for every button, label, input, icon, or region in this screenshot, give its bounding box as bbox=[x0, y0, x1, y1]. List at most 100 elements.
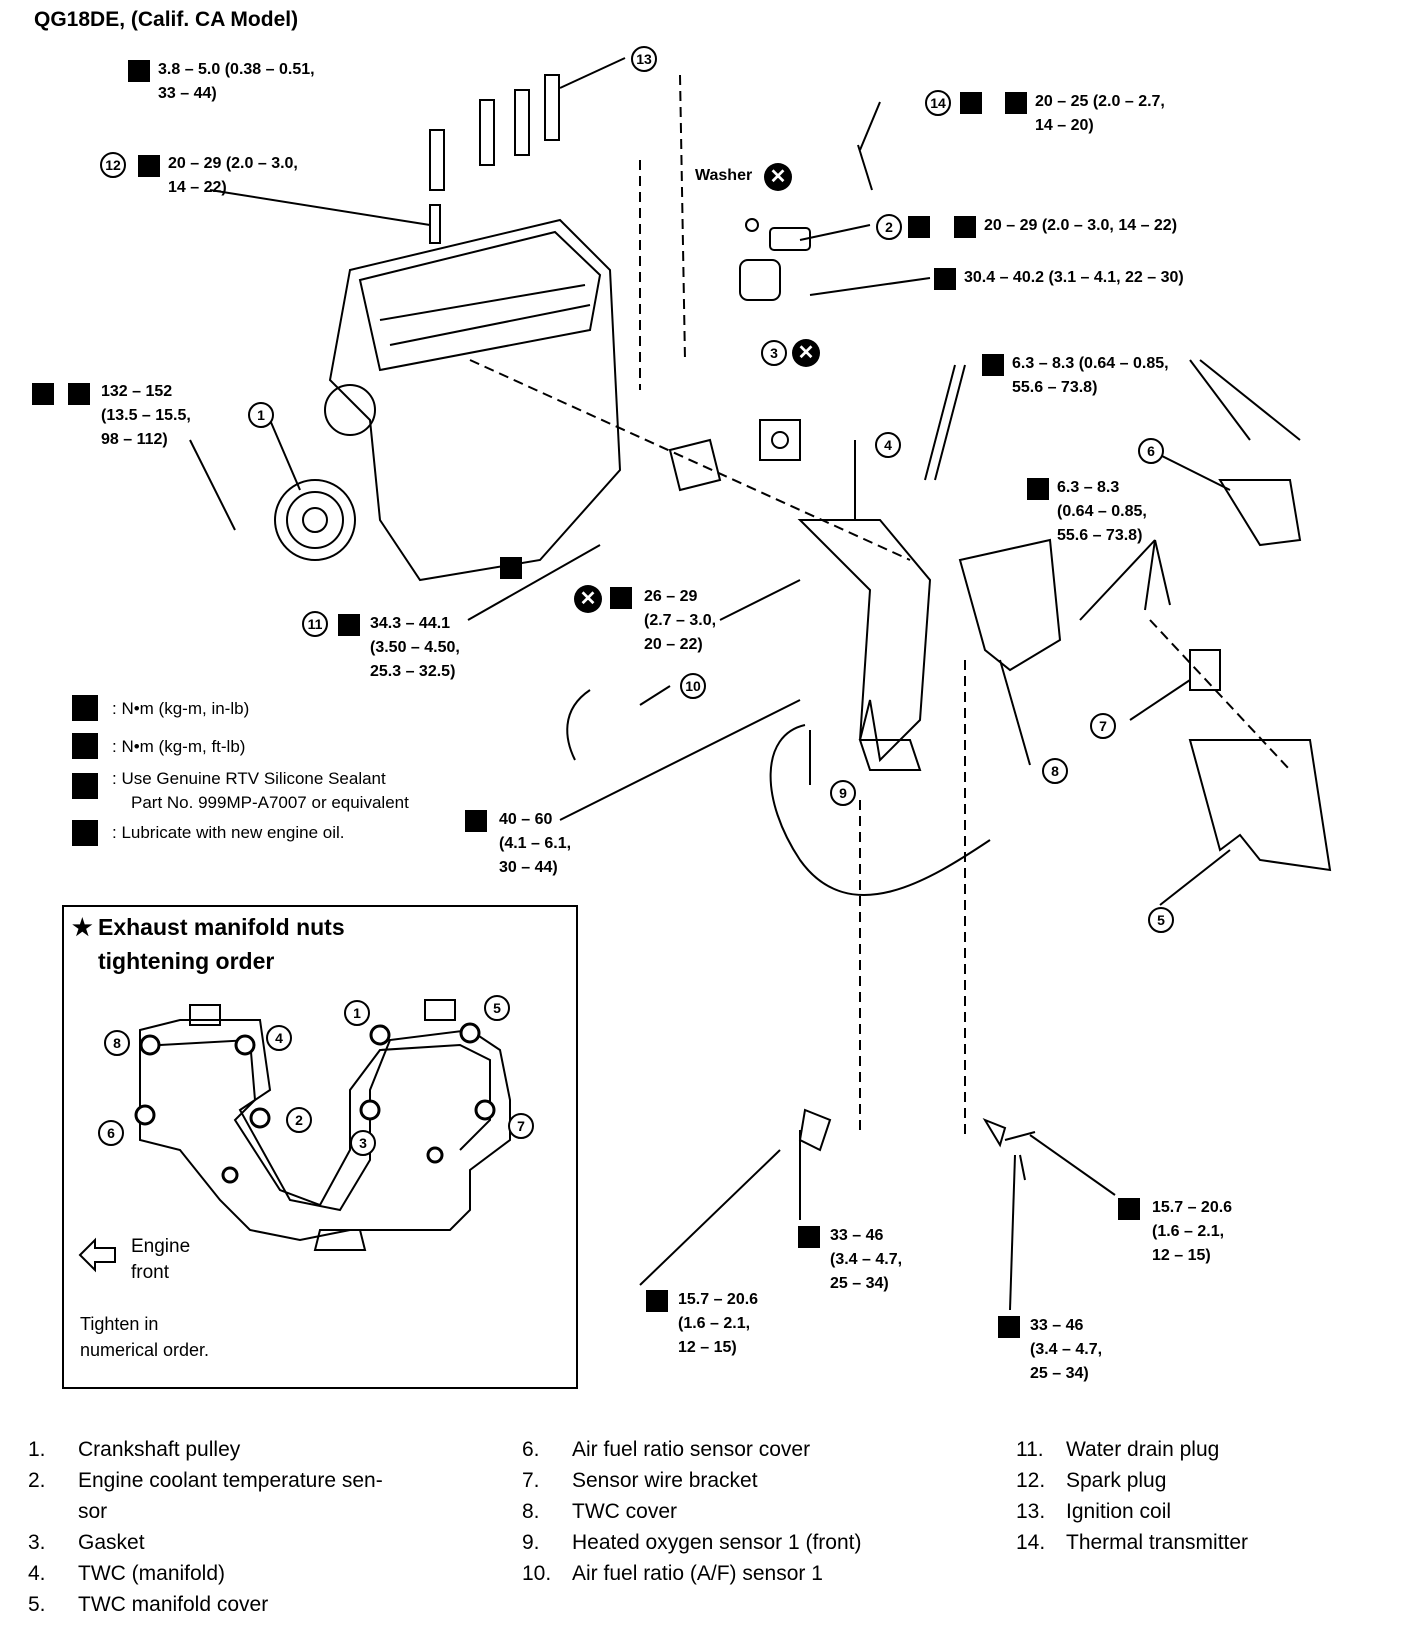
list-item: 2.Engine coolant temperature sen- bbox=[28, 1469, 383, 1492]
inset-order-7: 7 bbox=[508, 1113, 534, 1139]
list-item: sor bbox=[78, 1500, 108, 1523]
twc-cover-drawing bbox=[958, 538, 1062, 672]
list-item: 7.Sensor wire bracket bbox=[522, 1469, 758, 1492]
list-item: 1.Crankshaft pulley bbox=[28, 1438, 241, 1461]
spec-spark-plug: 20 – 29 (2.0 – 3.0, 14 – 22) bbox=[168, 155, 298, 196]
inset-engine-front-line1: Engine bbox=[131, 1236, 191, 1257]
inset-title-line1: Exhaust manifold nuts bbox=[98, 914, 345, 940]
af-sensor-wire bbox=[566, 689, 591, 761]
torque-ftlb-icon bbox=[72, 733, 98, 759]
callout-8: 8 bbox=[1042, 758, 1068, 784]
spec-twc-cover-bolts: 6.3 – 8.3 (0.64 – 0.85, 55.6 – 73.8) bbox=[1057, 479, 1147, 544]
inset-order-8: 8 bbox=[104, 1030, 130, 1056]
list-item: 12.Spark plug bbox=[1016, 1469, 1167, 1492]
tightening-order-inset bbox=[62, 905, 578, 1389]
legend-lubricate: : Lubricate with new engine oil. bbox=[112, 823, 345, 842]
sealant-icon bbox=[908, 216, 930, 238]
lubricate-icon bbox=[72, 820, 98, 846]
twc-manifold-cover-drawing bbox=[1188, 739, 1332, 872]
replace-x-icon: ✕ bbox=[764, 163, 792, 191]
legend-nm-ftlb: : N•m (kg-m, ft-lb) bbox=[112, 737, 246, 756]
callout-3: 3 bbox=[761, 340, 787, 366]
torque-ftlb-icon bbox=[68, 383, 90, 405]
inset-engine-front-line2: front bbox=[131, 1262, 170, 1283]
crankshaft-pulley-drawing bbox=[274, 479, 356, 561]
parts-list-col3: 11.Water drain plug 12.Spark plug 13.Ign… bbox=[1016, 1434, 1248, 1558]
spec-ignition-coil-bolt: 3.8 – 5.0 (0.38 – 0.51, 33 – 44) bbox=[158, 61, 315, 102]
list-item: 8.TWC cover bbox=[522, 1500, 677, 1523]
torque-inlb-icon bbox=[72, 695, 98, 721]
torque-ftlb-icon bbox=[646, 1290, 668, 1312]
list-item: 14.Thermal transmitter bbox=[1016, 1531, 1249, 1554]
torque-ftlb-icon bbox=[465, 810, 487, 832]
replace-x-icon: ✕ bbox=[792, 339, 820, 367]
inset-tighten-line2: numerical order. bbox=[80, 1340, 210, 1360]
parts-list-col1: 1.Crankshaft pulley 2.Engine coolant tem… bbox=[28, 1434, 383, 1620]
callout-11: 11 bbox=[302, 611, 328, 637]
list-item: 13.Ignition coil bbox=[1016, 1500, 1172, 1523]
callout-7: 7 bbox=[1090, 713, 1116, 739]
spec-crankshaft-pulley-bolt: 132 – 152 (13.5 – 15.5, 98 – 112) bbox=[101, 383, 191, 448]
torque-ftlb-icon bbox=[954, 216, 976, 238]
list-item: 11.Water drain plug bbox=[1016, 1438, 1220, 1461]
torque-ftlb-icon bbox=[138, 155, 160, 177]
callout-6: 6 bbox=[1138, 438, 1164, 464]
engine-head bbox=[358, 230, 602, 372]
inset-order-5: 5 bbox=[484, 995, 510, 1021]
inset-order-2: 2 bbox=[286, 1107, 312, 1133]
torque-ftlb-icon bbox=[1118, 1198, 1140, 1220]
inset-order-1: 1 bbox=[344, 1000, 370, 1026]
list-item: 3.Gasket bbox=[28, 1531, 145, 1554]
callout-14: 14 bbox=[925, 90, 951, 116]
torque-ftlb-icon bbox=[798, 1226, 820, 1248]
ho2s-wire bbox=[769, 724, 991, 896]
torque-ftlb-icon bbox=[998, 1316, 1020, 1338]
legend-rtv-line1: : Use Genuine RTV Silicone Sealant bbox=[112, 769, 386, 788]
torque-ftlb-icon bbox=[610, 587, 632, 609]
inset-manifold-drawing bbox=[139, 999, 511, 1251]
sealant-icon bbox=[72, 773, 98, 799]
engine-front-arrow-icon bbox=[78, 1237, 116, 1273]
callout-2: 2 bbox=[876, 214, 902, 240]
gasket-drawing bbox=[759, 419, 801, 461]
torque-ftlb-icon bbox=[338, 614, 360, 636]
torque-inlb-icon bbox=[982, 354, 1004, 376]
spec-bracket-bolt: 30.4 – 40.2 (3.1 – 4.1, 22 – 30) bbox=[964, 269, 1184, 286]
callout-12: 12 bbox=[100, 152, 126, 178]
spark-plug-drawing bbox=[429, 204, 441, 244]
torque-ftlb-icon bbox=[934, 268, 956, 290]
spec-water-drain-plug: 34.3 – 44.1 (3.50 – 4.50, 25.3 – 32.5) bbox=[370, 615, 460, 680]
legend-nm-inlb: : N•m (kg-m, in-lb) bbox=[112, 699, 250, 718]
replace-x-icon: ✕ bbox=[574, 585, 602, 613]
spec-thermal-transmitter: 20 – 25 (2.0 – 2.7, 14 – 20) bbox=[1035, 93, 1165, 134]
sealant-icon bbox=[500, 557, 522, 579]
inset-bolt-7 bbox=[474, 1099, 496, 1121]
callout-4: 4 bbox=[875, 432, 901, 458]
sensor-cover-drawing bbox=[1218, 479, 1302, 547]
callout-10: 10 bbox=[680, 673, 706, 699]
inset-tighten-line1: Tighten in bbox=[80, 1314, 159, 1334]
torque-ftlb-icon bbox=[1005, 92, 1027, 114]
inset-bolt-6 bbox=[134, 1104, 156, 1126]
list-item: 6.Air fuel ratio sensor cover bbox=[522, 1438, 811, 1461]
parts-list-col2: 6.Air fuel ratio sensor cover 7.Sensor w… bbox=[522, 1434, 862, 1589]
spec-manifold-nuts: 26 – 29 (2.7 – 3.0, 20 – 22) bbox=[644, 588, 717, 653]
list-item: 10.Air fuel ratio (A/F) sensor 1 bbox=[522, 1562, 823, 1585]
inset-order-3: 3 bbox=[350, 1130, 376, 1156]
legend-rtv-line2: Part No. 999MP-A7007 or equivalent bbox=[131, 793, 409, 812]
inset-order-6: 6 bbox=[98, 1120, 124, 1146]
inset-bolt-3 bbox=[359, 1099, 381, 1121]
callout-5: 5 bbox=[1148, 907, 1174, 933]
spec-lower-bolt-right: 15.7 – 20.6 (1.6 – 2.1, 12 – 15) bbox=[1152, 1199, 1233, 1264]
list-item: 4.TWC (manifold) bbox=[28, 1562, 226, 1585]
list-item: 9.Heated oxygen sensor 1 (front) bbox=[522, 1531, 862, 1554]
inset-star: ★ bbox=[72, 914, 93, 940]
torque-inlb-icon bbox=[128, 60, 150, 82]
twc-manifold-drawing bbox=[797, 519, 932, 763]
inset-bolt-1 bbox=[369, 1024, 391, 1046]
torque-inlb-icon bbox=[1027, 478, 1049, 500]
page-title: QG18DE, (Calif. CA Model) bbox=[34, 8, 299, 31]
spec-bracket-bolt-right: 33 – 46 (3.4 – 4.7, 25 – 34) bbox=[1030, 1317, 1103, 1382]
inset-order-4: 4 bbox=[266, 1025, 292, 1051]
